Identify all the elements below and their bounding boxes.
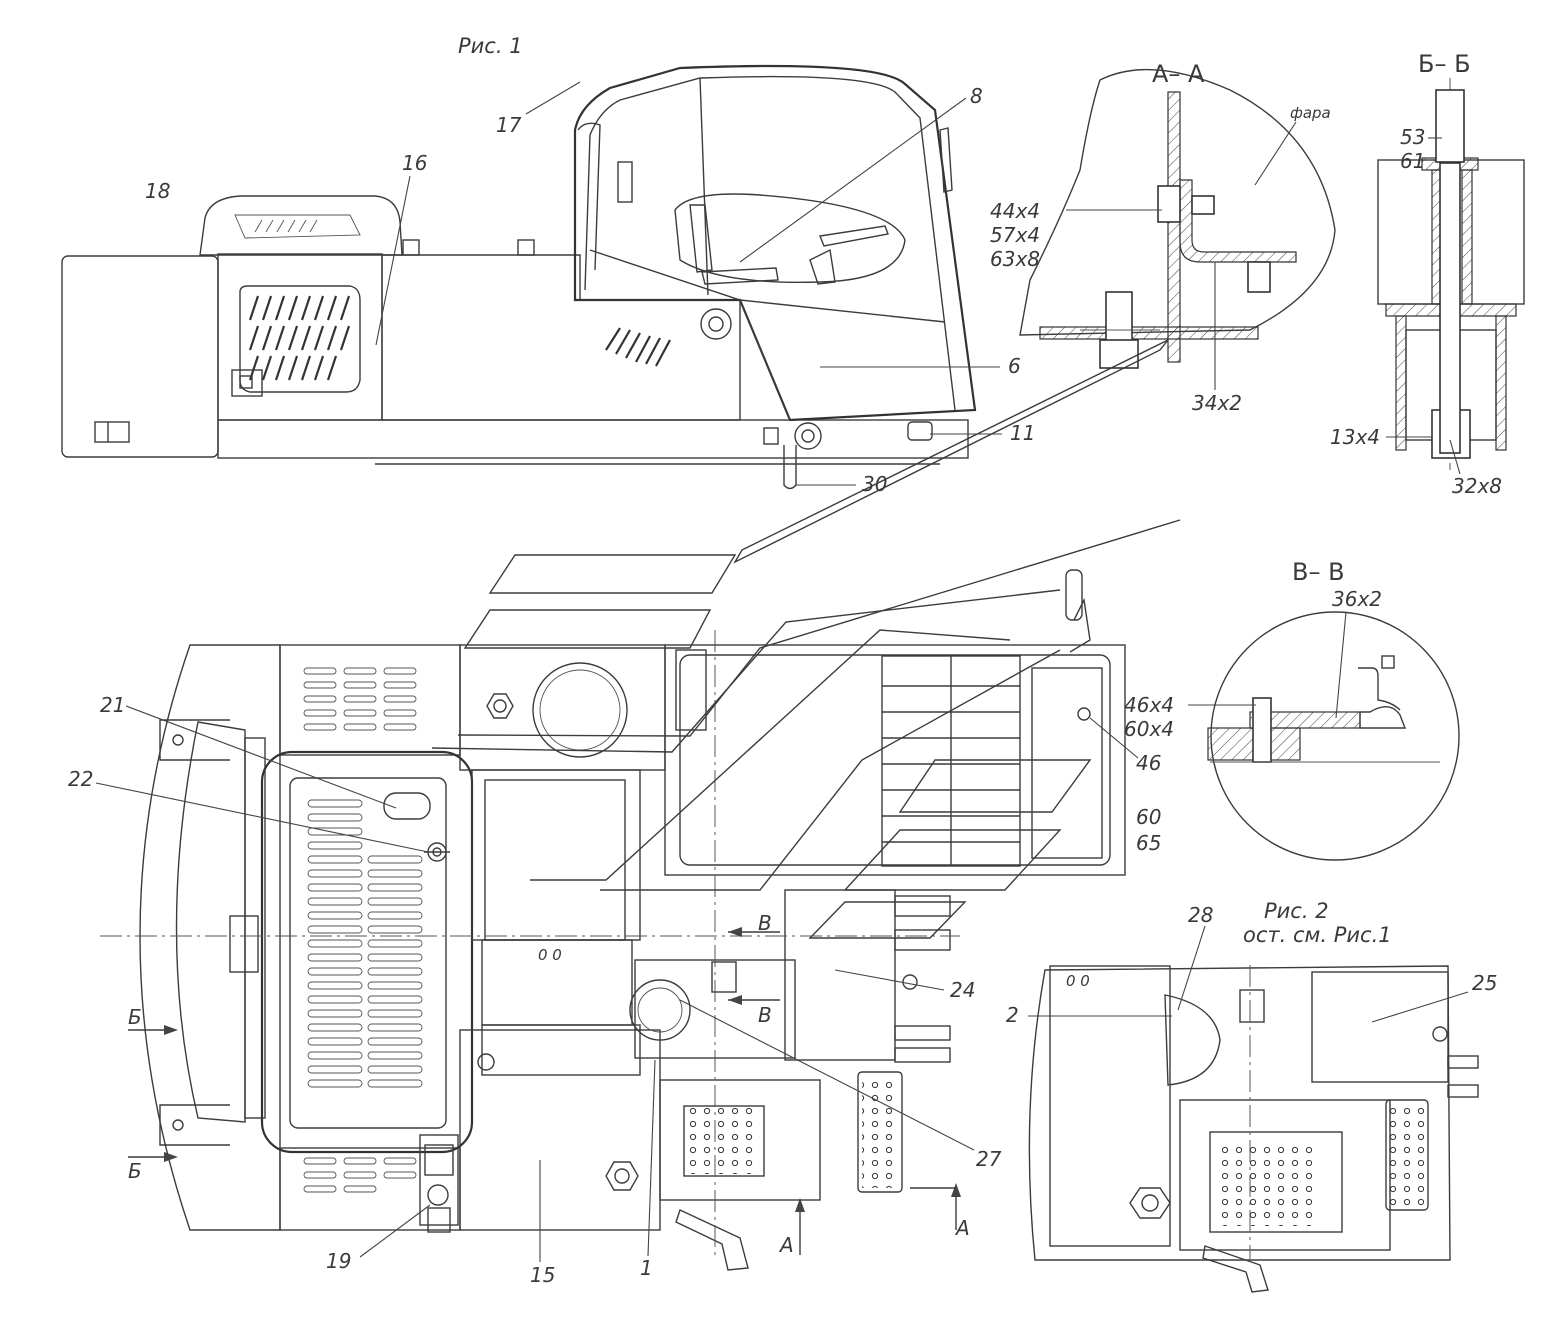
mirror-icon (939, 127, 953, 193)
counterweight-side (61, 255, 219, 458)
label-22: 22 (68, 767, 93, 791)
bolt-icon (1129, 1187, 1171, 1219)
fastener-13x4: 13x4 (1330, 425, 1380, 449)
engine-top-grille (279, 644, 461, 756)
slot-grille-icon (303, 667, 417, 1193)
perforated-step-icon (857, 1071, 903, 1193)
engine-hood-side (217, 253, 383, 421)
slot-grille-icon (234, 214, 361, 239)
label-46: 46 (1136, 751, 1161, 775)
section-mark-b-top: Б (128, 1005, 142, 1029)
label-53: 53 (1400, 125, 1425, 149)
label-28: 28 (1188, 903, 1213, 927)
perforated-step-icon (659, 1079, 821, 1201)
mirror-icon (1065, 569, 1091, 653)
fastener-32x8: 32x8 (1452, 474, 1502, 498)
section-bb-title: Б– Б (1418, 50, 1471, 78)
handrail-fig2 (1202, 1245, 1269, 1293)
tank-flange (532, 662, 628, 758)
handrail (675, 1209, 749, 1271)
engine-hatch (260, 750, 474, 1154)
section-aa-title: А– А (1152, 60, 1205, 88)
section-mark-a-right: А (954, 1216, 970, 1240)
engine-louvre-grille (239, 285, 361, 393)
note-fara: фара (1290, 104, 1331, 122)
section-mark-v-top: В (758, 911, 772, 935)
side-view (61, 64, 977, 490)
label-11: 11 (1010, 421, 1035, 445)
side-tank-15 (459, 1029, 661, 1231)
counterweight-plan (139, 644, 281, 1231)
fastener-36x2: 36x2 (1332, 587, 1382, 611)
label-15: 15 (530, 1263, 555, 1287)
plan-view: 0 0 (100, 339, 1181, 1271)
label-17: 17 (496, 113, 522, 137)
cab-hinge (700, 308, 732, 340)
pump-19 (419, 1134, 459, 1233)
label-25: 25 (1472, 971, 1497, 995)
section-vv (1207, 611, 1460, 861)
label-1: 1 (640, 1256, 653, 1280)
frame-beam-side (217, 419, 969, 459)
label-16: 16 (402, 151, 427, 175)
fig2-subtitle: ост. см. Рис.1 (1243, 923, 1392, 947)
bolt-icon (1077, 707, 1091, 721)
operator-seat (674, 193, 906, 285)
section-aa (1019, 68, 1336, 369)
label-60: 60 (1136, 805, 1161, 829)
side-latch (94, 421, 130, 443)
axle-side (794, 422, 822, 450)
fastener-57x4: 57x4 (990, 223, 1040, 247)
label-27: 27 (976, 1147, 1002, 1171)
label-24: 24 (950, 978, 975, 1002)
label-61: 61 (1400, 149, 1425, 173)
fastener-60x4: 60x4 (1124, 717, 1174, 741)
hydraulic-block (471, 769, 641, 941)
mark-oo-1: 0 0 (538, 946, 562, 964)
perforated-step-icon (1209, 1131, 1343, 1233)
perforated-step-icon (1385, 1099, 1429, 1211)
hood-lock (231, 369, 263, 397)
fastener-44x4: 44x4 (990, 199, 1040, 223)
section-bb (1377, 78, 1525, 470)
fig2-view: 0 0 (1028, 965, 1479, 1293)
section-mark-v-bottom: В (758, 1003, 772, 1027)
boom-mount-24 (784, 889, 896, 1061)
label-65: 65 (1136, 831, 1161, 855)
bolt-icon (486, 693, 514, 719)
cab-plan (664, 644, 1126, 876)
fuel-tank-side (381, 254, 741, 421)
fig1-title: Рис. 1 (458, 34, 523, 58)
section-mark-b-bottom: Б (128, 1159, 142, 1183)
label-19: 19 (326, 1249, 351, 1273)
label-21: 21 (100, 693, 125, 717)
fastener-34x2: 34x2 (1192, 391, 1242, 415)
label-6: 6 (1008, 354, 1021, 378)
bolt-icon (605, 1161, 639, 1191)
label-18: 18 (145, 179, 170, 203)
hatch-slots (307, 799, 423, 1088)
fastener-46x4: 46x4 (1124, 693, 1174, 717)
operator-cab (573, 64, 977, 422)
label-8: 8 (970, 84, 983, 108)
mark-oo-2: 0 0 (1066, 972, 1090, 990)
filler-cap (383, 792, 431, 820)
fastener-63x8: 63x8 (990, 247, 1040, 271)
fig2-title: Рис. 2 (1264, 899, 1329, 923)
air-filter-cover (199, 195, 403, 256)
cab-vent-slots (605, 327, 671, 367)
section-vv-title: В– В (1292, 558, 1345, 586)
label-2: 2 (1006, 1003, 1019, 1027)
hidden-outlines (431, 339, 1181, 939)
section-mark-a-left: А (778, 1233, 794, 1257)
slew-ring-fig2 (1164, 994, 1221, 1086)
